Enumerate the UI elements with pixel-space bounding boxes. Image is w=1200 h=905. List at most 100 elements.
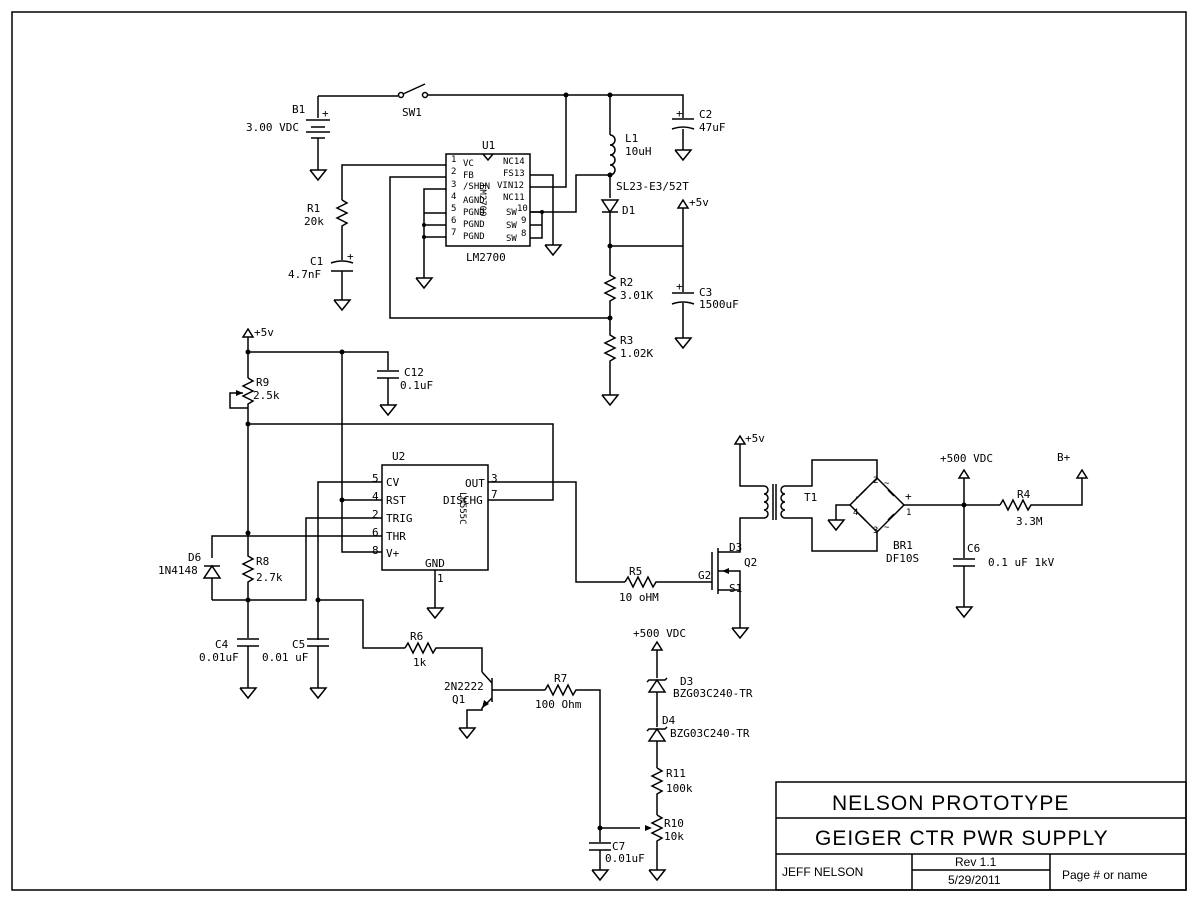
c5-value: 0.01 uF	[262, 651, 308, 664]
d1-part: SL23-E3/52T	[616, 180, 689, 193]
r7-ref: R7	[554, 672, 567, 685]
u2-gnd-pin: 1	[437, 572, 444, 585]
u2-left-pin-names: CV RST TRIG THR V+	[386, 476, 413, 560]
svg-text:2: 2	[451, 167, 456, 177]
c12-value: 0.1uF	[400, 379, 433, 392]
br1-pin4: 4	[853, 508, 858, 518]
c1-plus-sign: +	[347, 250, 354, 263]
r11-ref: R11	[666, 767, 686, 780]
d4-part: BZG03C240-TR	[670, 727, 750, 740]
svg-text:PGND: PGND	[463, 232, 485, 242]
d6-ref: D6	[188, 551, 201, 564]
u1-ref: U1	[482, 139, 495, 152]
svg-text:VC: VC	[463, 159, 474, 169]
l1-ref: L1	[625, 132, 638, 145]
zener-d3: D3 BZG03C240-TR	[646, 675, 753, 727]
svg-text:CV: CV	[386, 476, 400, 489]
c3-plus-sign: +	[676, 280, 683, 293]
c1-value: 4.7nF	[288, 268, 321, 281]
svg-text:THR: THR	[386, 530, 406, 543]
d4-ref: D4	[662, 714, 676, 727]
r9-ref: R9	[256, 376, 269, 389]
resistor-r8: R8 2.7k	[241, 533, 283, 600]
r1-ref: R1	[307, 202, 320, 215]
vcc-label-t1: +5v	[745, 432, 765, 445]
svg-text:SW: SW	[506, 234, 517, 244]
diode-d1: SL23-E3/52T D1	[600, 180, 689, 246]
q1-part: 2N2222	[444, 680, 484, 693]
potentiometer-r9: R9 2.5k	[229, 376, 280, 424]
q2-ref: Q2	[744, 556, 757, 569]
d3-part: BZG03C240-TR	[673, 687, 753, 700]
resistor-r5: R5 10 oHM	[619, 565, 712, 604]
svg-text:3: 3	[451, 180, 456, 190]
capacitor-c4: C4 0.01uF	[199, 638, 259, 700]
r9-value: 2.5k	[253, 389, 280, 402]
c4-ref: C4	[215, 638, 229, 651]
u2-pin7: 7	[491, 488, 498, 501]
r11-value: 100k	[666, 782, 693, 795]
boost-converter-section: + B1 3.00 VDC SW1 + C2 47uF	[246, 83, 739, 407]
d6-part: 1N4148	[158, 564, 198, 577]
u2-part: LM555C	[457, 492, 467, 525]
battery-b1: + B1 3.00 VDC	[246, 95, 398, 182]
svg-text:NC14: NC14	[503, 157, 525, 167]
capacitor-c3: + C3 1500uF	[671, 280, 739, 350]
svg-text:TRIG: TRIG	[386, 512, 413, 525]
svg-text:FS13: FS13	[503, 169, 525, 179]
resistor-r11: R11 100k	[650, 767, 693, 815]
sheet-border	[11, 11, 1187, 891]
c2-plus-sign: +	[676, 107, 683, 120]
svg-text:SW: SW	[506, 208, 517, 218]
svg-text:10: 10	[517, 204, 528, 214]
resistor-r4: R4 3.3M	[999, 478, 1083, 528]
transformer-t1: T1	[755, 459, 878, 552]
c6-value: 0.1 uF 1kV	[988, 556, 1055, 569]
r4-ref: R4	[1017, 488, 1031, 501]
switch-sw1: SW1	[397, 83, 610, 119]
c7-ref: C7	[612, 840, 625, 853]
vcc-flag-t1: +5v	[733, 432, 765, 487]
r10-ref: R10	[664, 817, 684, 830]
capacitor-c5: C5 0.01 uF	[262, 597, 405, 700]
bplus-label: B+	[1057, 451, 1071, 464]
r4-value: 3.3M	[1016, 515, 1043, 528]
br1-minus-sign: -	[854, 490, 861, 503]
svg-text:FB: FB	[463, 171, 474, 181]
title-drawing: GEIGER CTR PWR SUPPLY	[815, 827, 1109, 850]
r5-value: 10 oHM	[619, 591, 659, 604]
c3-value: 1500uF	[699, 298, 739, 311]
svg-text:4: 4	[372, 490, 379, 503]
u2-dischg-name: DISCHG	[443, 494, 483, 507]
mosfet-q2: D3 G2 S1 Q2	[698, 517, 757, 640]
svg-text:9: 9	[521, 216, 526, 226]
br1-part: DF10S	[886, 552, 919, 565]
r10-value: 10k	[664, 830, 684, 843]
title-block: NELSON PROTOTYPE GEIGER CTR PWR SUPPLY J…	[775, 781, 1187, 891]
ic-u1-lm2700: U1 LM2700 LM2700 1 2 3 4 5 6 7 VC FB /SH…	[445, 139, 531, 264]
svg-text:VIN12: VIN12	[497, 181, 524, 191]
svg-text:4: 4	[451, 192, 456, 202]
inductor-l1: L1 10uH	[609, 95, 652, 198]
title-project: NELSON PROTOTYPE	[832, 792, 1069, 815]
l1-value: 10uH	[625, 145, 652, 158]
q2-pin-s: S1	[729, 582, 742, 595]
svg-text:SW: SW	[506, 221, 517, 231]
title-page: Page # or name	[1062, 868, 1148, 882]
c5-ref: C5	[292, 638, 305, 651]
resistor-r1: R1 20k	[304, 199, 349, 260]
svg-text:6: 6	[372, 526, 379, 539]
c2-value: 47uF	[699, 121, 726, 134]
c7-value: 0.01uF	[605, 852, 645, 865]
br1-pin2: 2	[873, 476, 878, 486]
hv-output-section: R5 10 oHM D3 G2 S1 Q2 +5v	[619, 432, 1089, 640]
r7-value: 100 Ohm	[535, 698, 582, 711]
hv-output-flag: +500 VDC	[940, 452, 993, 558]
t1-ref: T1	[804, 491, 817, 504]
capacitor-c7: C7 0.01uF	[589, 828, 645, 882]
vcc-flag-c3: +5v	[676, 196, 709, 292]
svg-text:5: 5	[372, 472, 379, 485]
u2-left-pin-numbers: 5 4 2 6 8	[372, 472, 379, 557]
r3-ref: R3	[620, 334, 633, 347]
